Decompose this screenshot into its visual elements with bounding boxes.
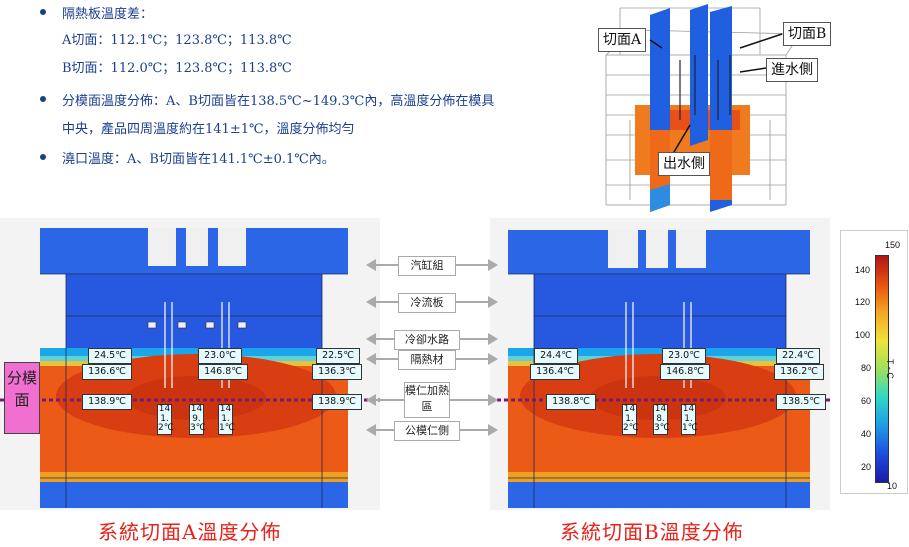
legend-tick: 100: [855, 330, 871, 340]
temp-gate-2: 149.3℃: [189, 404, 206, 435]
temp-mid-center: 146.8℃: [660, 364, 710, 380]
temp-gate-1: 141.2℃: [157, 404, 174, 435]
temp-top-center: 23.0℃: [198, 348, 242, 364]
label-insulation: 隔熱材: [398, 350, 456, 370]
label-core-side: 公模仁側: [394, 421, 460, 441]
iso-mold-view: 切面A 切面B 進水側 出水側: [590, 0, 832, 212]
temp-top-right: 22.5℃: [316, 348, 360, 364]
label-cylinder-group: 汽缸組: [398, 256, 456, 276]
iso-label-outlet: 出水側: [658, 152, 710, 176]
bullet-1-title: 隔熱板溫度差：: [62, 7, 154, 22]
temp-gate-3: 141.1℃: [681, 404, 698, 435]
caption-section-a: 系統切面A溫度分佈: [98, 520, 282, 544]
iso-mold-graphic: [605, 4, 801, 212]
temp-gate-2: 148.3℃: [653, 404, 670, 435]
iso-label-section-a: 切面A: [598, 28, 647, 52]
temp-top-right: 22.4℃: [776, 348, 820, 364]
legend-min: 10: [887, 481, 898, 491]
iso-label-section-b: 切面B: [783, 22, 832, 46]
bullet-dot: [40, 154, 46, 160]
temp-mid-left: 136.4℃: [530, 364, 580, 380]
bullet-dot: [40, 9, 46, 15]
legend-tick: 80: [861, 363, 872, 373]
temp-gate-3: 141.1℃: [218, 404, 235, 435]
temp-top-left: 24.4℃: [534, 348, 578, 364]
label-cooling-channel: 冷卻水路: [394, 330, 460, 350]
legend-tick: 40: [861, 429, 872, 439]
temp-parting-right: 138.9℃: [312, 394, 362, 410]
bullet-1-b: B切面：112.0℃；123.8℃；113.8℃: [62, 61, 292, 76]
legend-tick: 60: [861, 396, 872, 406]
bullet-1-a: A切面：112.1℃；123.8℃；113.8℃: [62, 33, 292, 48]
legend-max: 150: [885, 240, 901, 250]
label-core-heating-zone: 模仁加熱區: [404, 382, 450, 418]
bullet-dot: [40, 96, 46, 102]
temp-mid-left: 136.6℃: [82, 364, 132, 380]
temp-gate-1: 141.2℃: [622, 404, 639, 435]
bullet-2-line1: 分模面溫度分佈：A、B切面皆在138.5℃~149.3℃內，高溫度分佈在模具: [62, 94, 495, 109]
temp-parting-left: 138.9℃: [82, 394, 132, 410]
legend-tick: 120: [855, 297, 871, 307]
bullet-3: 澆口溫度：A、B切面皆在141.1℃±0.1℃內。: [62, 152, 335, 167]
caption-section-b: 系統切面B溫度分佈: [560, 520, 744, 544]
temp-top-left: 24.5℃: [88, 348, 132, 364]
temp-top-center: 23.0℃: [662, 348, 706, 364]
temp-parting-right: 138.5℃: [776, 394, 826, 410]
section-b-view: 24.4℃ 23.0℃ 22.4℃ 136.4℃ 146.8℃ 136.2℃ 1…: [490, 218, 830, 510]
legend-tick: 20: [861, 462, 872, 472]
color-legend: 150 140 120 100 80 60 40 20 10 T - C: [840, 230, 908, 494]
label-cold-runner-plate: 冷流板: [398, 293, 456, 313]
color-scale-bar: [875, 255, 889, 483]
temp-mid-right: 136.3℃: [312, 364, 362, 380]
iso-label-inlet: 進水側: [766, 58, 818, 82]
parting-surface-label: 分模面: [4, 362, 40, 434]
bullet-2-line2: 中央，產品四周溫度約在141±1℃，溫度分佈均勻: [62, 122, 355, 137]
section-a-view: 24.5℃ 23.0℃ 22.5℃ 136.6℃ 146.8℃ 136.3℃ 1…: [0, 218, 380, 510]
temp-parting-left: 138.8℃: [546, 394, 596, 410]
temp-mid-right: 136.2℃: [774, 364, 824, 380]
legend-unit: T - C: [885, 359, 895, 379]
temp-mid-center: 146.8℃: [198, 364, 248, 380]
legend-tick: 140: [855, 265, 871, 275]
